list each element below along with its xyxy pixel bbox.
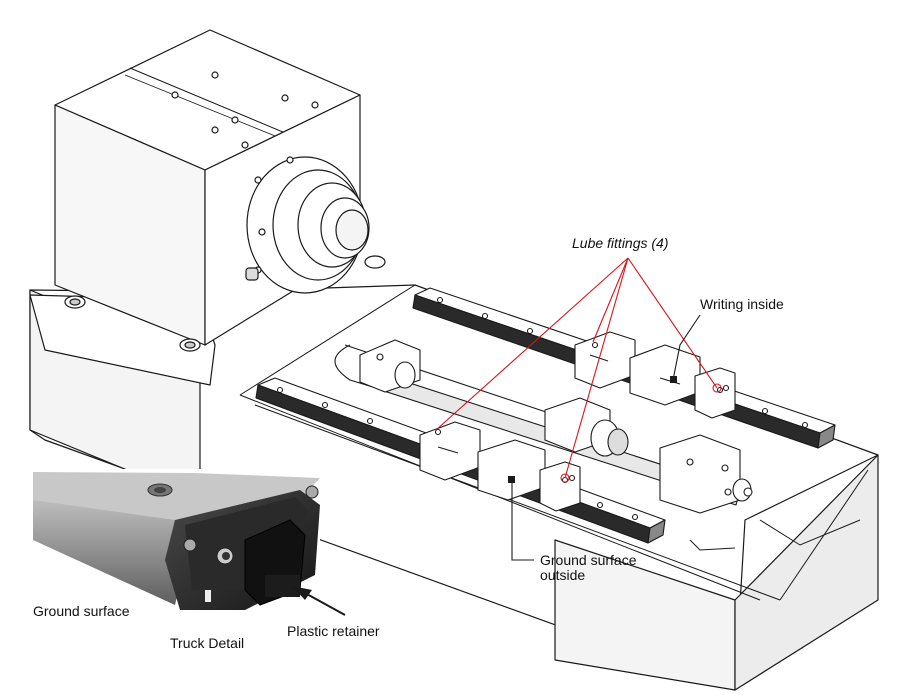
lube-fittings-label: Lube fittings (4) — [572, 235, 669, 251]
truck-detail-caption: Truck Detail — [170, 635, 245, 651]
ground-surface-outside-label: Ground surface outside — [540, 553, 637, 583]
ground-surface-outside-line2: outside — [540, 567, 586, 583]
lube-fitting-leaders — [435, 257, 722, 483]
truck-detail-photo — [33, 469, 320, 619]
back-trucks — [574, 331, 736, 419]
ballscrew — [334, 339, 753, 514]
writing-inside-marker — [508, 376, 677, 483]
front-trucks — [419, 421, 581, 512]
ground-surface-outside-line1: Ground surface — [540, 552, 637, 568]
writing-inside-label: Writing inside — [700, 296, 784, 312]
ground-surface-label: Ground surface — [33, 603, 130, 619]
plastic-retainer-arrow — [292, 586, 346, 616]
pedestal-bolts — [64, 255, 386, 352]
plastic-retainer-label: Plastic retainer — [287, 623, 380, 639]
base-grooves — [239, 284, 869, 601]
spindle — [245, 156, 370, 294]
